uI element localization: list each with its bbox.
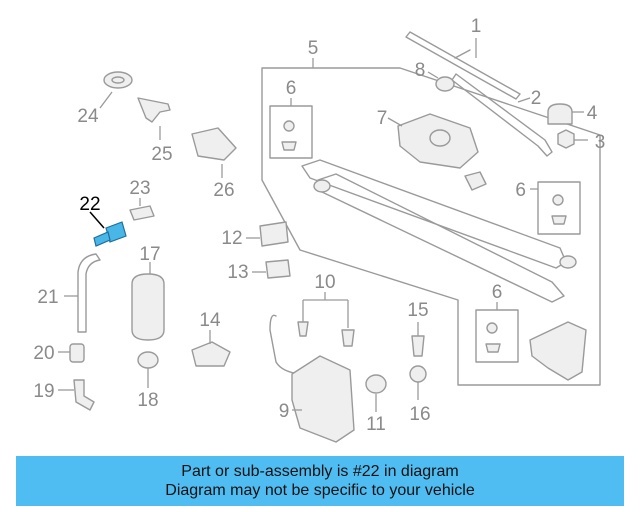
cap-4 [547, 103, 584, 125]
part-22-highlighted [89, 211, 127, 247]
hose-21 [64, 253, 101, 333]
label-17: 17 [139, 244, 160, 265]
label-13: 13 [227, 262, 248, 283]
banner-line-1: Part or sub-assembly is #22 in diagram [181, 463, 459, 480]
group-5-outline [261, 67, 601, 386]
group-6-box-c [475, 309, 519, 363]
motor-bracket [529, 321, 587, 381]
pump-17 [131, 262, 165, 341]
label-6c: 6 [492, 282, 503, 303]
wiper-blade [405, 31, 521, 100]
label-21: 21 [37, 287, 58, 308]
elbow-19 [58, 379, 95, 411]
bracket-14 [191, 330, 231, 367]
label-5: 5 [308, 38, 319, 59]
label-3: 3 [595, 132, 606, 153]
label-14: 14 [199, 310, 221, 331]
label-18: 18 [137, 390, 158, 411]
info-banner: Part or sub-assembly is #22 in diagram D… [16, 456, 624, 506]
label-2: 2 [531, 88, 542, 109]
label-20: 20 [33, 343, 54, 364]
clip-12 [246, 221, 289, 247]
clip-16 [409, 365, 427, 400]
label-1: 1 [471, 16, 482, 37]
label-26: 26 [213, 180, 234, 201]
label-10: 10 [314, 272, 335, 293]
connector-23 [129, 198, 155, 221]
label-11: 11 [366, 414, 386, 435]
label-4: 4 [587, 103, 598, 124]
label-8: 8 [415, 60, 426, 81]
label-16: 16 [409, 404, 430, 425]
label-22: 22 [79, 194, 100, 215]
label-9: 9 [279, 401, 290, 422]
washer-reservoir [269, 314, 355, 443]
label-23: 23 [129, 178, 150, 199]
bolts-10 [297, 292, 355, 347]
group-6-box-b [537, 181, 581, 235]
clip-13 [252, 259, 291, 279]
label-15: 15 [407, 300, 428, 321]
fastener-6a [281, 120, 297, 151]
label-6b: 6 [515, 180, 526, 201]
fastener-6c [485, 322, 501, 353]
nut-3 [557, 129, 588, 149]
wiper-linkage [301, 159, 577, 303]
label-19: 19 [33, 381, 54, 402]
label-6a: 6 [286, 78, 297, 99]
cap-8 [427, 71, 455, 92]
banner-line-2: Diagram may not be specific to your vehi… [165, 482, 475, 499]
fastener-6b [551, 194, 567, 225]
nozzle-25 [137, 97, 171, 140]
grommet-24 [99, 71, 133, 109]
label-24: 24 [77, 106, 99, 127]
grommet-18 [137, 351, 159, 388]
label-12: 12 [221, 228, 242, 249]
jet-26 [191, 127, 237, 178]
bolt-15 [411, 322, 425, 357]
label-25: 25 [151, 144, 172, 165]
wiper-motor [387, 113, 479, 169]
grommet-20 [58, 343, 85, 363]
label-7: 7 [377, 108, 388, 129]
grommet-11 [365, 374, 387, 412]
